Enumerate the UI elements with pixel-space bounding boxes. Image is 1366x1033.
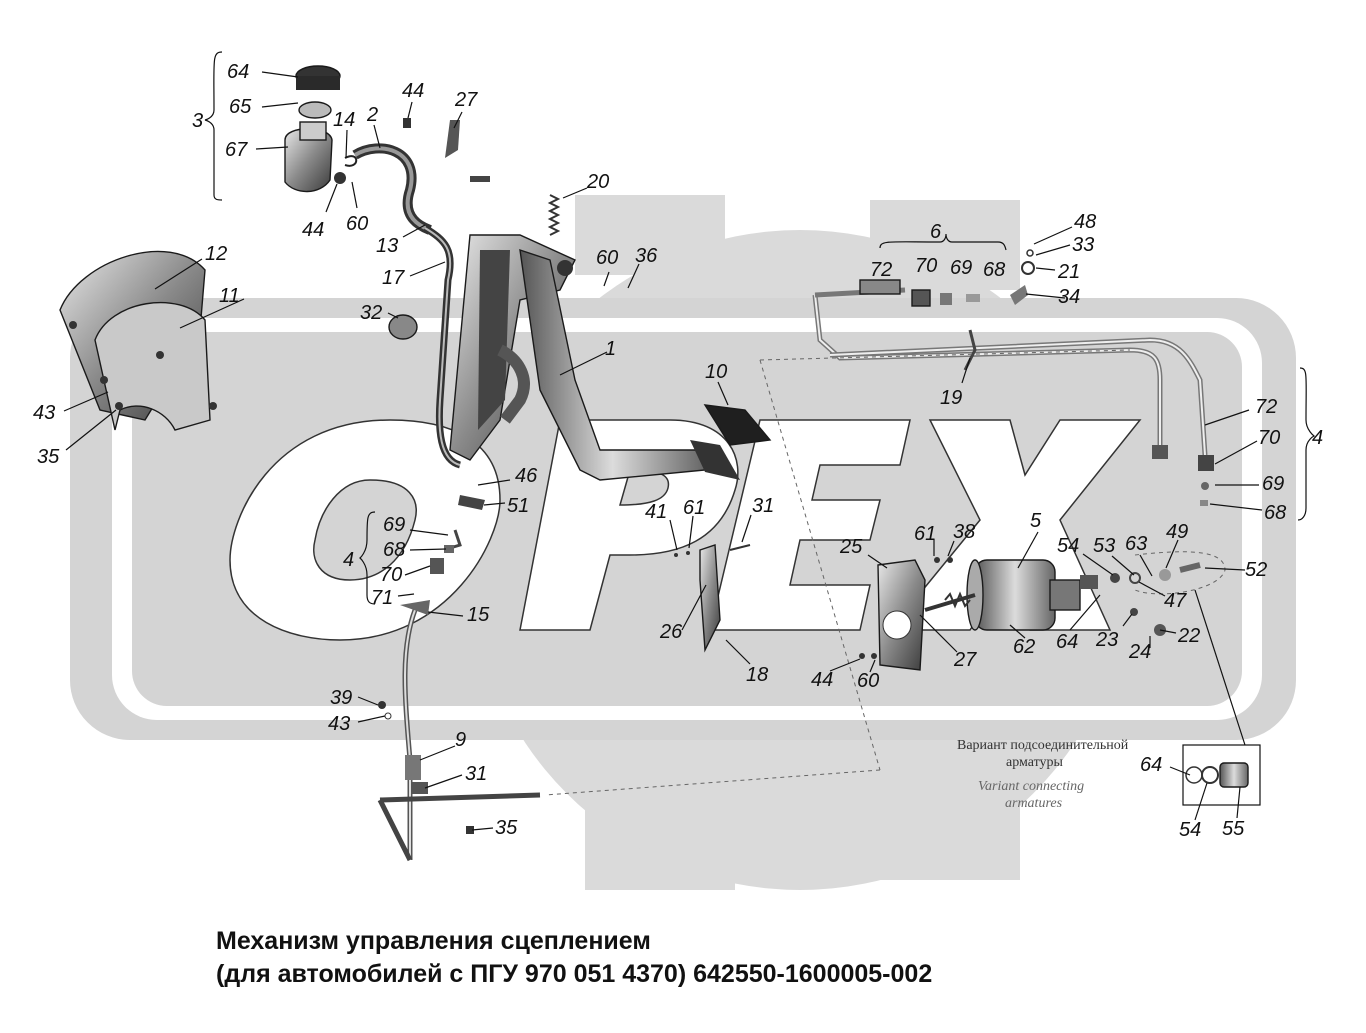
label-64: 64 (1140, 754, 1162, 776)
label-4: 4 (343, 549, 354, 571)
rod (379, 792, 541, 803)
plug (388, 314, 418, 340)
label-72: 72 (1255, 396, 1277, 418)
label-1: 1 (605, 338, 616, 360)
label-27: 27 (953, 649, 977, 671)
label-60: 60 (346, 213, 368, 235)
variant-caption-en-2: armatures (1005, 796, 1063, 811)
label-33: 33 (1072, 234, 1094, 256)
label-35: 35 (37, 446, 60, 468)
label-19: 19 (940, 387, 962, 409)
label-67: 67 (225, 139, 248, 161)
label-26: 26 (659, 621, 683, 643)
title-line-2: (для автомобилей с ПГУ 970 051 4370) 642… (216, 960, 933, 988)
label-6: 6 (930, 221, 942, 243)
label-54: 54 (1179, 819, 1201, 841)
label-3: 3 (192, 110, 203, 132)
label-17: 17 (382, 267, 405, 289)
label-70: 70 (1258, 427, 1280, 449)
spring (547, 194, 561, 236)
label-10: 10 (705, 361, 727, 383)
label-35: 35 (495, 817, 518, 839)
label-9: 9 (455, 729, 466, 751)
label-24: 24 (1128, 641, 1151, 663)
reservoir-ring (298, 101, 332, 119)
label-53: 53 (1093, 535, 1115, 557)
variant-caption-en-1: Variant connecting (978, 779, 1084, 794)
reservoir-body (284, 128, 333, 193)
label-48: 48 (1074, 211, 1096, 233)
label-39: 39 (330, 687, 352, 709)
label-72: 72 (870, 259, 892, 281)
slave-cylinder (974, 559, 1056, 631)
label-69: 69 (383, 514, 405, 536)
title-line-1: Механизм управления сцеплением (216, 927, 651, 955)
label-11: 11 (219, 285, 240, 307)
label-21: 21 (1057, 261, 1080, 283)
label-44: 44 (811, 669, 833, 691)
lever-26 (699, 544, 721, 653)
label-27: 27 (454, 89, 478, 111)
label-71: 71 (371, 587, 393, 609)
label-65: 65 (229, 96, 252, 118)
label-46: 46 (515, 465, 538, 487)
variant-caption-ru-1: Вариант подсоединительной (957, 738, 1129, 753)
label-69: 69 (950, 257, 972, 279)
label-49: 49 (1166, 521, 1188, 543)
label-5: 5 (1030, 510, 1042, 532)
label-14: 14 (333, 109, 355, 131)
label-32: 32 (360, 302, 382, 324)
label-25: 25 (839, 536, 863, 558)
leader-lines (63, 71, 1263, 831)
label-68: 68 (983, 259, 1005, 281)
variant-box (1182, 744, 1261, 806)
label-64: 64 (227, 61, 249, 83)
label-22: 22 (1177, 625, 1200, 647)
label-62: 62 (1013, 636, 1035, 658)
label-55: 55 (1222, 818, 1245, 840)
parts (59, 51, 1316, 862)
label-60: 60 (857, 670, 879, 692)
label-36: 36 (635, 245, 658, 267)
label-47: 47 (1164, 590, 1187, 612)
variant-caption-ru-2: арматуры (1006, 755, 1064, 770)
label-70: 70 (915, 255, 937, 277)
label-44: 44 (302, 219, 324, 241)
label-64: 64 (1056, 631, 1078, 653)
label-13: 13 (376, 235, 398, 257)
pedal-pad (703, 404, 772, 446)
cover-11 (94, 301, 211, 431)
label-18: 18 (746, 664, 768, 686)
label-31: 31 (752, 495, 774, 517)
label-63: 63 (1125, 533, 1147, 555)
label-23: 23 (1095, 629, 1118, 651)
label-51: 51 (507, 495, 529, 517)
label-70: 70 (380, 564, 402, 586)
label-68: 68 (383, 539, 405, 561)
label-41: 41 (645, 501, 667, 523)
label-43: 43 (33, 402, 55, 424)
label-61: 61 (914, 523, 936, 545)
label-20: 20 (586, 171, 609, 193)
label-15: 15 (467, 604, 490, 626)
label-12: 12 (205, 243, 227, 265)
label-52: 52 (1245, 559, 1267, 581)
label-34: 34 (1058, 286, 1080, 308)
label-54: 54 (1057, 535, 1079, 557)
label-4: 4 (1312, 427, 1323, 449)
label-61: 61 (683, 497, 705, 519)
label-38: 38 (953, 521, 975, 543)
label-31: 31 (465, 763, 487, 785)
label-69: 69 (1262, 473, 1284, 495)
label-2: 2 (366, 104, 378, 126)
label-68: 68 (1264, 502, 1286, 524)
label-44: 44 (402, 80, 424, 102)
part-labels: 64 65 3 14 2 44 27 67 44 60 20 13 17 12 … (33, 61, 1323, 841)
label-60: 60 (596, 247, 618, 269)
label-43: 43 (328, 713, 350, 735)
variant-caption: Вариант подсоединительной арматуры Varia… (957, 738, 1129, 811)
